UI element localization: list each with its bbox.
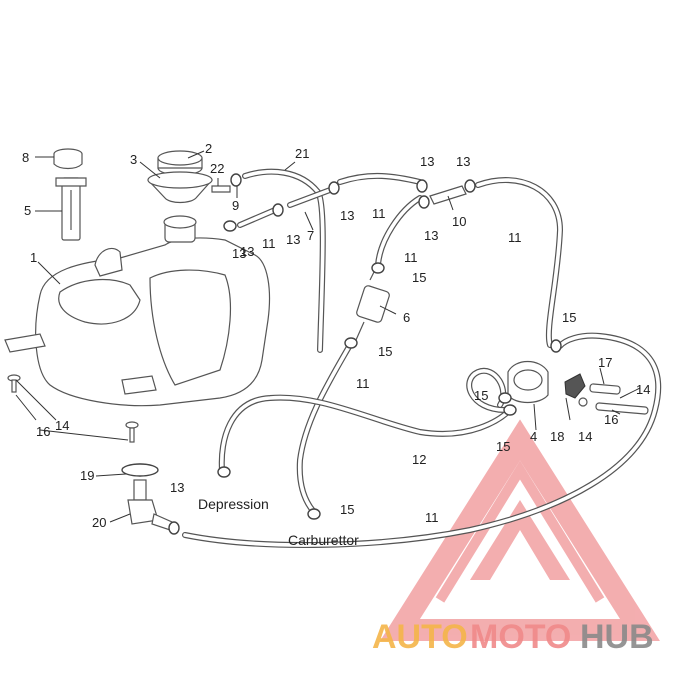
callout-13-f: 13 — [456, 154, 470, 169]
vent-valve — [211, 185, 231, 193]
callout-13-e: 13 — [424, 228, 438, 243]
watermark-hub: HUB — [580, 618, 654, 656]
leader-lines — [15, 150, 641, 523]
callout-18: 18 — [550, 429, 564, 444]
callout-15-e: 15 — [496, 439, 510, 454]
callout-7: 7 — [307, 228, 314, 243]
callout-11-d: 11 — [508, 230, 522, 245]
callout-14-b: 14 — [578, 429, 592, 444]
watermark-triangle — [380, 419, 660, 641]
callout-12: 12 — [412, 452, 426, 467]
callout-16-a: 16 — [36, 424, 50, 439]
callout-13-c: 13 — [340, 208, 354, 223]
callout-19: 19 — [80, 468, 94, 483]
callout-20: 20 — [92, 515, 106, 530]
callout-6: 6 — [403, 310, 410, 325]
vacuum-fuel-pump — [507, 360, 549, 404]
depression-label: Depression — [198, 496, 269, 512]
fuel-tap — [429, 185, 467, 205]
callout-11-a: 11 — [262, 236, 276, 251]
callout-13-h: 13 — [232, 246, 246, 261]
mounting-bolts — [578, 383, 649, 415]
watermark-brand-text: AUTO MOTO HUB — [372, 618, 654, 656]
watermark-logo — [380, 419, 660, 641]
callout-numbers: 1 2 3 4 5 6 7 8 9 10 11 11 11 11 11 11 1… — [22, 141, 650, 530]
callout-15-a: 15 — [412, 270, 426, 285]
callout-13-g: 13 — [170, 480, 184, 495]
callout-11-f: 11 — [425, 510, 439, 525]
fuel-cap — [157, 150, 203, 176]
callout-9: 9 — [232, 198, 239, 213]
callout-13-a: 13 — [240, 244, 254, 259]
fuel-tank — [4, 215, 271, 407]
callout-8: 8 — [22, 150, 29, 165]
callout-15-b: 15 — [378, 344, 392, 359]
callout-13-d: 13 — [420, 154, 434, 169]
callout-16-b: 16 — [604, 412, 618, 427]
callout-4: 4 — [530, 429, 537, 444]
fuel-filter — [355, 267, 390, 341]
callout-11-b: 11 — [372, 206, 386, 221]
callout-5: 5 — [24, 203, 31, 218]
watermark-moto: MOTO — [470, 618, 571, 656]
callout-15-f: 15 — [340, 502, 354, 517]
fuel-level-sender — [53, 148, 87, 241]
callout-10: 10 — [452, 214, 466, 229]
callout-3: 3 — [130, 152, 137, 167]
hose-clamps — [121, 173, 562, 535]
pump-bracket — [564, 373, 586, 399]
callout-21: 21 — [295, 146, 309, 161]
callout-15-d: 15 — [474, 388, 488, 403]
callout-17: 17 — [598, 355, 612, 370]
callout-22: 22 — [210, 161, 224, 176]
callout-11-e: 11 — [356, 376, 370, 391]
callout-14-a: 14 — [55, 418, 69, 433]
filler-gasket — [147, 171, 213, 204]
callout-2: 2 — [205, 141, 212, 156]
watermark-auto: AUTO — [372, 618, 468, 656]
hoses — [182, 168, 662, 548]
carburettor-label: Carburettor — [288, 532, 359, 548]
callout-13-b: 13 — [286, 232, 300, 247]
callout-11-c: 11 — [404, 250, 418, 265]
callout-1: 1 — [30, 250, 37, 265]
callout-15-c: 15 — [562, 310, 576, 325]
callout-14-c: 14 — [636, 382, 650, 397]
tank-screws — [7, 374, 139, 443]
